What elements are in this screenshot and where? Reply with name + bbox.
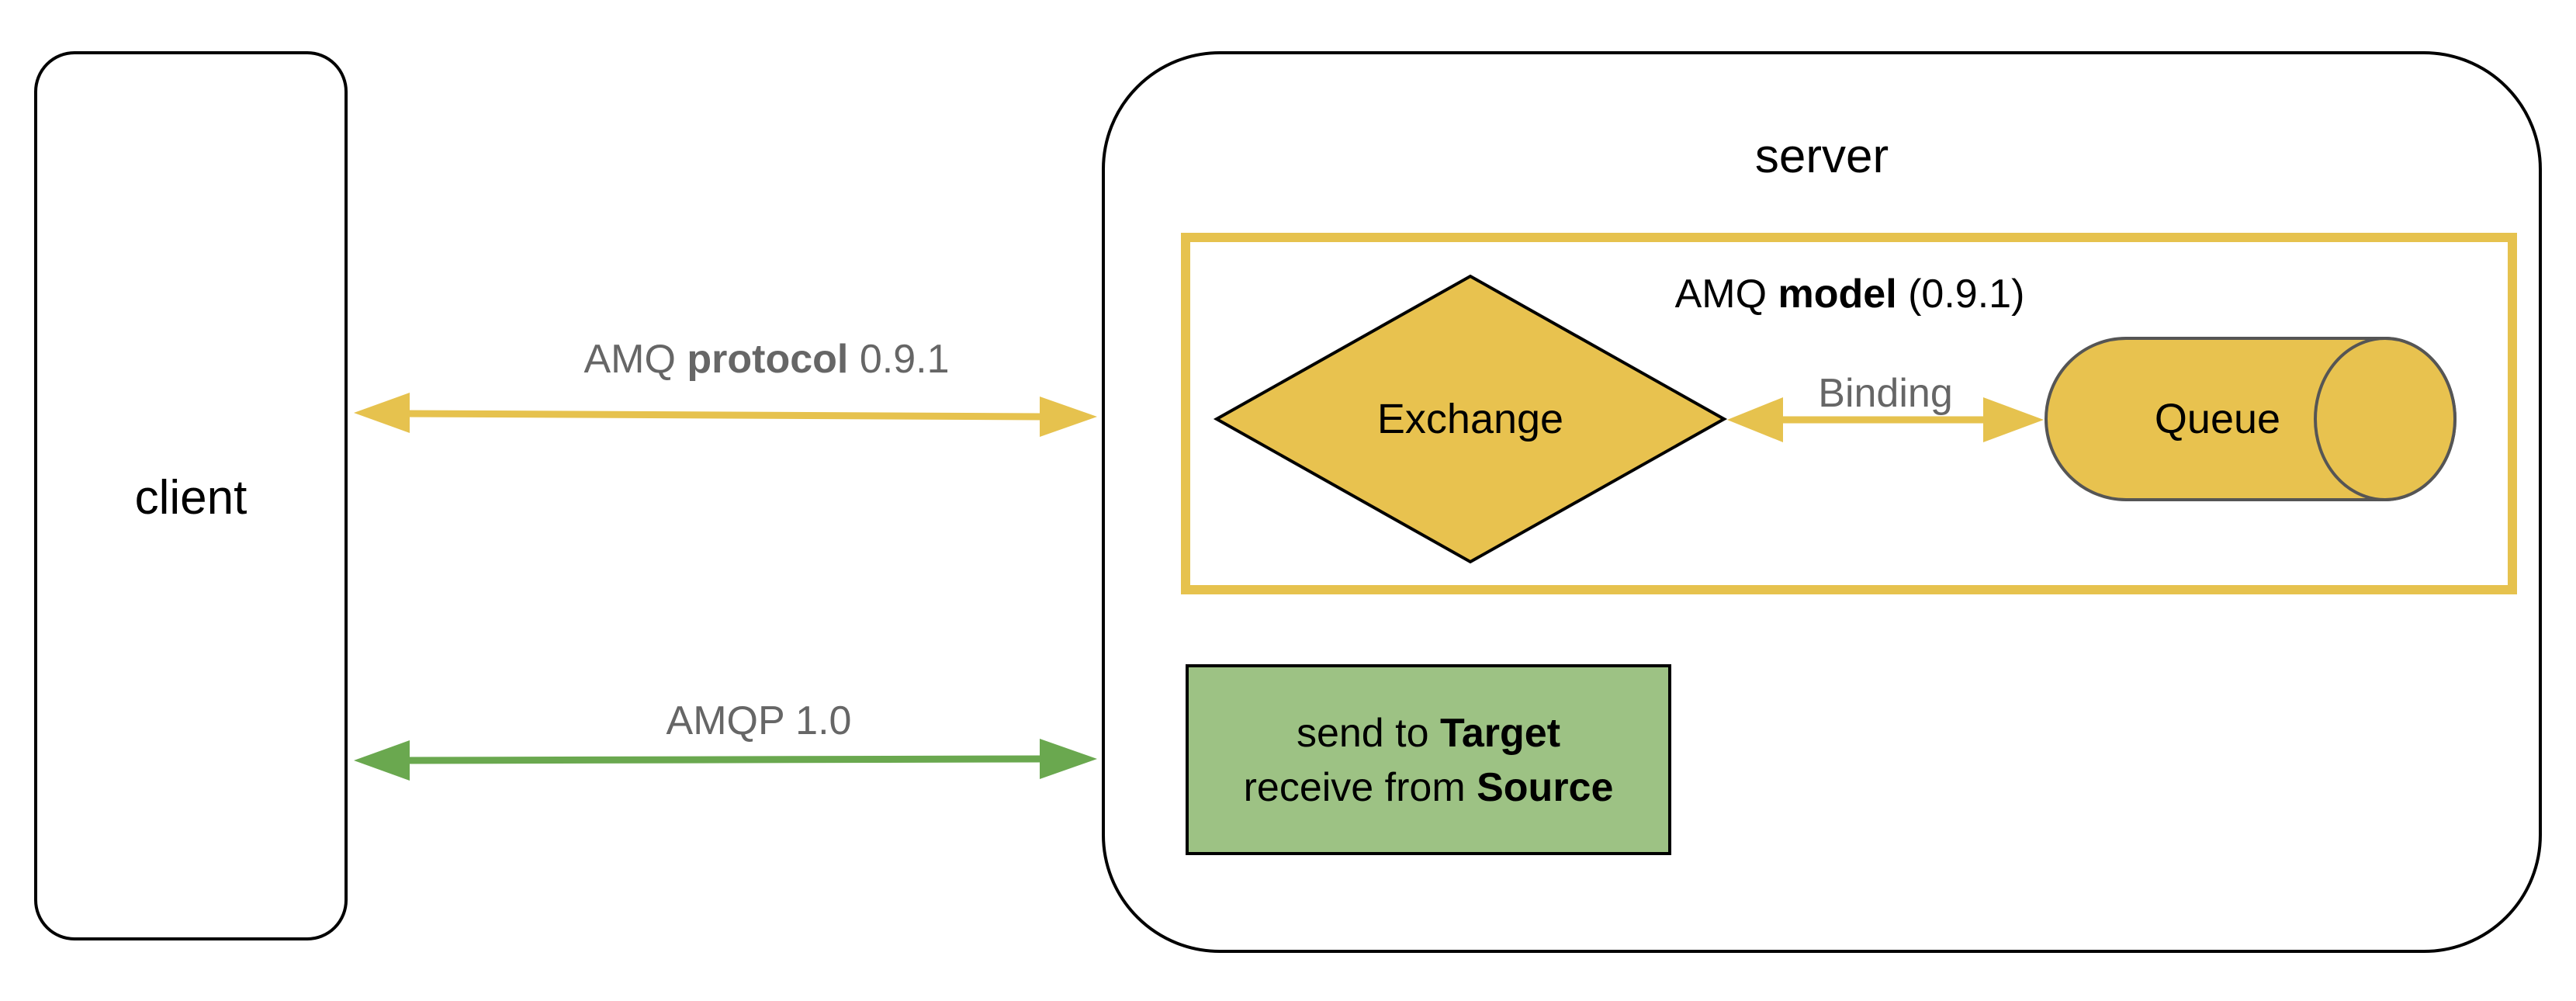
amq-protocol-label-prefix: AMQ xyxy=(584,337,687,382)
queue-label: Queue xyxy=(2155,396,2280,442)
amq-protocol-arrow xyxy=(354,393,1097,437)
amqp10-box-line2: receive from Source xyxy=(1244,765,1614,810)
amqp10-arrow xyxy=(354,739,1097,781)
amq-protocol-label: AMQ protocol 0.9.1 xyxy=(584,337,950,382)
exchange-diamond xyxy=(1213,274,1728,564)
queue-cylinder xyxy=(2045,337,2457,501)
amq-model-title-bold: model xyxy=(1778,272,1897,317)
amq-protocol-label-bold: protocol xyxy=(687,337,848,382)
binding-label: Binding xyxy=(1818,371,1952,416)
amqp10-box xyxy=(1186,664,1671,855)
amqp10-box-line1: send to Target xyxy=(1297,711,1560,756)
amqp10-box-line2-prefix: receive from xyxy=(1244,765,1477,810)
amqp10-box-line2-bold: Source xyxy=(1477,765,1613,810)
amq-model-title-suffix: (0.9.1) xyxy=(1897,272,2025,317)
amq-protocol-label-suffix: 0.9.1 xyxy=(848,337,949,382)
client-label: client xyxy=(135,471,248,525)
server-label: server xyxy=(1755,130,1889,183)
amqp10-box-line1-prefix: send to xyxy=(1297,711,1440,756)
amq-model-title: AMQ model (0.9.1) xyxy=(1675,272,2025,317)
amq-model-title-prefix: AMQ xyxy=(1675,272,1778,317)
client-box xyxy=(34,51,348,940)
amqp10-box-line1-bold: Target xyxy=(1440,711,1560,756)
binding-arrow xyxy=(1727,397,2044,442)
amqp10-label: AMQP 1.0 xyxy=(667,698,852,743)
exchange-label: Exchange xyxy=(1377,396,1563,442)
amq-model-frame xyxy=(1181,233,2517,594)
